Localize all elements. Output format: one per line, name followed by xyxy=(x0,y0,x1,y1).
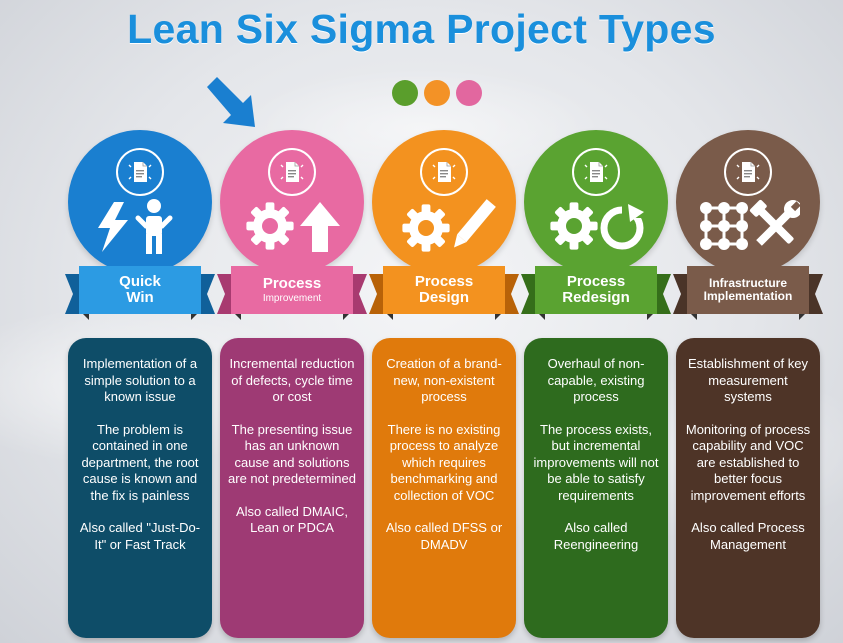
icon-circle xyxy=(524,130,668,274)
gear-up-arrow-icon xyxy=(246,202,340,252)
description-card: Establishment of key measurement systems… xyxy=(676,338,820,638)
document-icon xyxy=(724,148,772,196)
lightning-person-icon xyxy=(98,199,173,254)
page-title: Lean Six Sigma Project Types xyxy=(127,6,716,52)
decorative-dots xyxy=(392,80,482,106)
icon-circle xyxy=(372,130,516,274)
card-context: The presenting issue has an unknown caus… xyxy=(228,421,356,487)
ribbon-label-line2: Implementation xyxy=(703,289,793,303)
ribbon-label: Process xyxy=(566,273,626,291)
document-icon xyxy=(268,148,316,196)
ribbon-label: Infrastructure xyxy=(708,276,788,291)
card-definition: Incremental reduction of defects, cycle … xyxy=(229,356,355,404)
card-context: Monitoring of process capability and VOC… xyxy=(685,421,811,503)
card-definition: Creation of a brand-new, non-existent pr… xyxy=(386,356,502,404)
dot-green xyxy=(392,80,418,106)
gear-refresh-icon xyxy=(550,202,644,250)
card-context: There is no existing process to analyze … xyxy=(387,421,501,503)
ribbon-sublabel: Improvement xyxy=(262,292,322,304)
dot-pink xyxy=(456,80,482,106)
card-aliases: Also called Process Management xyxy=(691,520,805,552)
column-process-design: Process Design Creation of a brand-new, … xyxy=(369,130,519,640)
dot-orange xyxy=(424,80,450,106)
card-definition: Establishment of key measurement systems xyxy=(688,356,808,404)
ribbon-label-line2: Design xyxy=(418,289,469,306)
ribbon-banner: Quick Win xyxy=(65,260,215,320)
card-aliases: Also called DFSS or DMADV xyxy=(385,520,503,552)
icon-circle xyxy=(220,130,364,274)
card-aliases: Also called "Just-Do-It" or Fast Track xyxy=(79,520,201,552)
description-card: Overhaul of non-capable, existing proces… xyxy=(524,338,668,638)
ribbon-label-line2: Win xyxy=(126,289,154,306)
description-card: Implementation of a simple solution to a… xyxy=(68,338,212,638)
ribbon-label: Quick xyxy=(119,273,161,291)
document-icon xyxy=(420,148,468,196)
card-definition: Implementation of a simple solution to a… xyxy=(82,356,198,404)
card-aliases: Also called Reengineering xyxy=(553,520,639,552)
ribbon-label: Process xyxy=(414,273,474,291)
ribbon-banner: Process Design xyxy=(369,260,519,320)
ribbon-label-line2: Redesign xyxy=(562,289,630,306)
description-card: Creation of a brand-new, non-existent pr… xyxy=(372,338,516,638)
document-icon xyxy=(572,148,620,196)
gear-pencil-icon xyxy=(402,199,496,252)
column-quick-win: Quick Win Implementation of a simple sol… xyxy=(65,130,215,640)
description-card: Incremental reduction of defects, cycle … xyxy=(220,338,364,638)
ribbon-banner: Infrastructure Implementation xyxy=(673,260,823,320)
network-tools-icon xyxy=(700,199,800,250)
card-context: The process exists, but incremental impr… xyxy=(533,421,659,503)
card-definition: Overhaul of non-capable, existing proces… xyxy=(547,356,645,404)
icon-circle xyxy=(676,130,820,274)
pointer-arrow-icon xyxy=(207,77,255,127)
icon-circle xyxy=(68,130,212,274)
ribbon-banner: Process Improvement xyxy=(217,260,367,320)
column-infrastructure-implementation: Infrastructure Implementation Establishm… xyxy=(673,130,823,640)
document-icon xyxy=(116,148,164,196)
ribbon-banner: Process Redesign xyxy=(521,260,671,320)
ribbon-label: Process xyxy=(262,274,322,292)
card-context: The problem is contained in one departme… xyxy=(81,421,199,503)
column-process-improvement: Process Improvement Incremental reductio… xyxy=(217,130,367,640)
card-aliases: Also called DMAIC, Lean or PDCA xyxy=(236,503,348,536)
column-process-redesign: Process Redesign Overhaul of non-capable… xyxy=(521,130,671,640)
